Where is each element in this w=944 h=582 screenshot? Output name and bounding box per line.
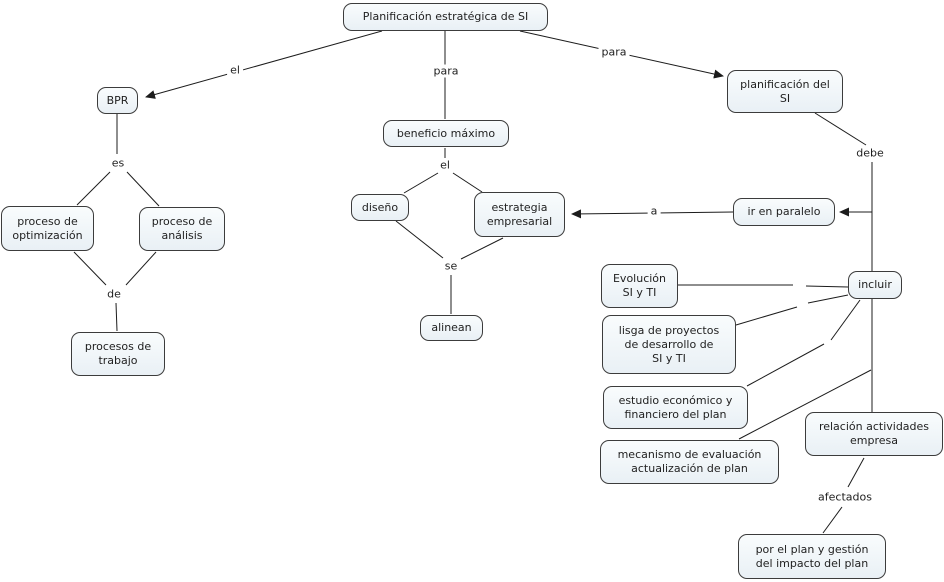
edge-lisga-to-incluir-1 (735, 306, 798, 326)
concept-procesos-trabajo[interactable]: procesos de trabajo (71, 332, 165, 376)
edge-optimizacion-to-de (73, 251, 107, 286)
edge-estrategia-to-se (460, 237, 504, 260)
link-label-el-bpr[interactable]: el (227, 63, 243, 77)
edge-analisis-to-de (125, 251, 157, 286)
concept-mecanismo-evaluacion[interactable]: mecanismo de evaluación actualización de… (600, 440, 779, 484)
link-label-a[interactable]: a (647, 204, 661, 218)
link-label-debe[interactable]: debe (853, 146, 887, 160)
concept-incluir[interactable]: incluir (848, 271, 902, 299)
edge-top-to-bpr (145, 30, 383, 99)
concept-bpr[interactable]: BPR (97, 87, 138, 114)
edge-es-to-optimizacion (76, 171, 111, 206)
concept-proceso-analisis[interactable]: proceso de análisis (139, 207, 225, 251)
concept-proceso-optimizacion[interactable]: proceso de optimización (1, 206, 94, 251)
edge-relacion-to-afectados (847, 457, 865, 488)
concept-estudio-economico[interactable]: estudio económico y financiero del plan (603, 386, 748, 429)
edge-lisga-to-incluir-2 (807, 294, 849, 304)
edge-mecanismo-to-stem (738, 369, 872, 440)
concept-por-el-plan[interactable]: por el plan y gestión del impacto del pl… (738, 534, 886, 579)
link-label-para-planificacion[interactable]: para (598, 45, 630, 59)
concept-estrategia-empresarial[interactable]: estrategia empresarial (474, 192, 565, 237)
concept-relacion-actividades[interactable]: relación actividades empresa (805, 412, 943, 456)
edge-estudio-to-incluir-2 (830, 299, 861, 341)
concept-diseno[interactable]: diseño (351, 194, 409, 221)
link-label-para-beneficio[interactable]: para (430, 64, 462, 78)
edge-diseno-to-se (395, 220, 444, 259)
edge-planificacion-si-to-debe (814, 112, 867, 146)
concept-evolucion-si-ti[interactable]: Evolución SI y TI (601, 264, 678, 308)
concept-planificacion-estrategica[interactable]: Planificación estratégica de SI (343, 3, 548, 31)
edge-estudio-to-incluir-1 (746, 343, 825, 387)
concept-lisga-proyectos[interactable]: lisga de proyectos de desarrollo de SI y… (602, 315, 736, 374)
concept-alinean[interactable]: alinean (420, 315, 483, 341)
edge-el-to-diseno (403, 172, 439, 194)
link-label-afectados[interactable]: afectados (815, 490, 875, 504)
edge-el-to-estrategia (452, 172, 483, 193)
edge-afectados-to-por-el-plan (822, 506, 843, 534)
edge-es-to-analisis (126, 171, 160, 207)
edge-evolucion-to-incluir-2 (805, 285, 849, 288)
edge-de-to-trabajo (115, 302, 118, 332)
link-label-el-diseno[interactable]: el (437, 158, 453, 172)
concept-ir-en-paralelo[interactable]: ir en paralelo (733, 198, 835, 226)
link-label-se[interactable]: se (441, 259, 461, 273)
link-label-es[interactable]: es (108, 156, 128, 170)
link-label-de[interactable]: de (104, 287, 124, 301)
concept-planificacion-si[interactable]: planificación del SI (727, 70, 843, 113)
concept-beneficio-maximo[interactable]: beneficio máximo (383, 120, 509, 147)
